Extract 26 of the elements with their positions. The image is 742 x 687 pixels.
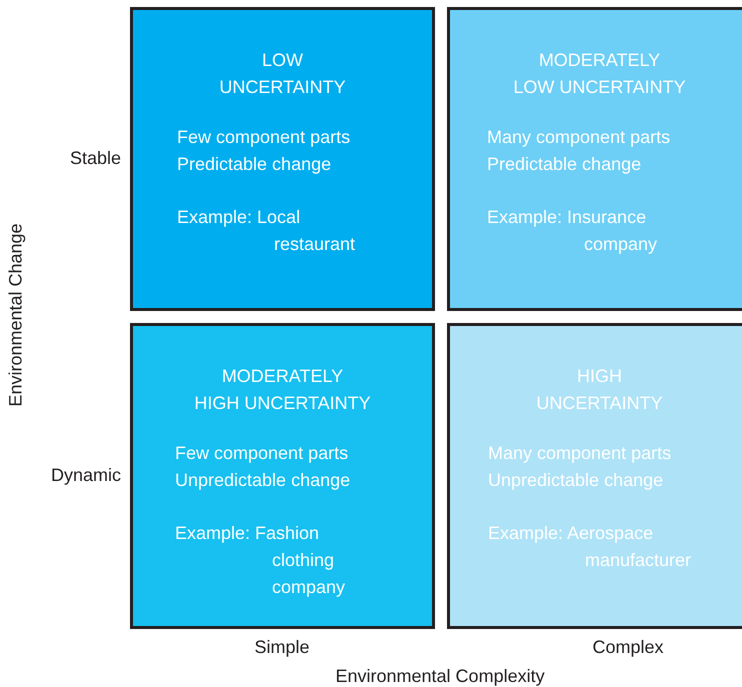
example-text: Example: Fashion clothing company bbox=[175, 522, 346, 599]
axis-label: Stable bbox=[70, 147, 122, 169]
quadrant-heading: LOW UNCERTAINTY bbox=[218, 49, 347, 99]
quadrant-heading: HIGH UNCERTAINTY bbox=[535, 365, 664, 415]
axis-label: Complex bbox=[592, 636, 664, 658]
axis-title: Environmental Complexity bbox=[336, 665, 545, 687]
characteristic-text: Predictable change bbox=[487, 153, 642, 176]
characteristic-text: Many component parts bbox=[487, 126, 670, 149]
quadrant-box bbox=[130, 7, 435, 311]
characteristic-text: Many component parts bbox=[488, 442, 672, 465]
characteristic-text: Predictable change bbox=[177, 153, 332, 176]
quadrant-heading: MODERATELY HIGH UNCERTAINTY bbox=[193, 365, 372, 415]
quadrant-heading: MODERATELY LOW UNCERTAINTY bbox=[512, 49, 687, 99]
example-text: Example: Aerospace manufacturer bbox=[488, 522, 692, 572]
axis-label: Dynamic bbox=[51, 464, 122, 486]
characteristic-text: Few component parts bbox=[175, 442, 348, 465]
quadrant-box bbox=[447, 7, 742, 311]
axis-label: Simple bbox=[254, 636, 310, 658]
axis-title: Environmental Change bbox=[4, 223, 26, 407]
characteristic-text: Unpredictable change bbox=[175, 469, 350, 492]
example-text: Example: Insurance company bbox=[487, 206, 658, 256]
characteristic-text: Few component parts bbox=[177, 126, 350, 149]
characteristic-text: Unpredictable change bbox=[488, 469, 664, 492]
quadrant-box bbox=[130, 323, 435, 629]
quadrant-box bbox=[447, 323, 742, 629]
example-text: Example: Local restaurant bbox=[177, 206, 356, 256]
